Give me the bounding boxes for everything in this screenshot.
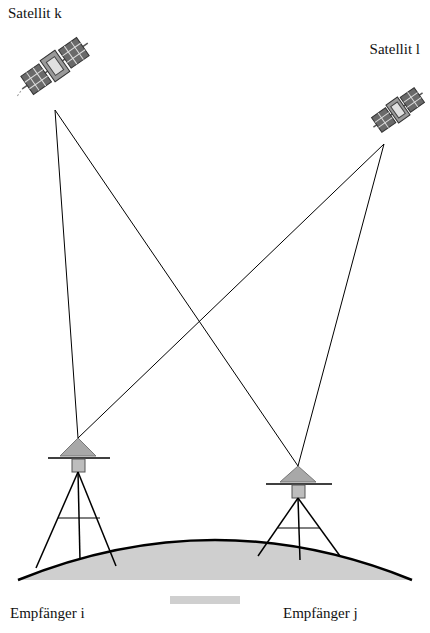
satellite-k-icon [8,32,95,104]
receiver-j-icon [258,466,340,560]
receiver-node: Empfänger i [48,438,108,578]
receiver-i-icon [36,438,116,568]
ground-mark [170,596,240,604]
ground-edge [18,540,412,580]
node-label: Satellit k [8,4,62,22]
ground [18,540,412,580]
signal-line [55,110,78,438]
satellite-node: Satellit l [354,80,414,144]
node-label: Empfänger j [283,604,358,622]
signal-line [55,110,298,466]
node-label: Empfänger i [10,604,85,622]
node-label: Satellit l [370,40,420,58]
receiver-node: Empfänger j [266,466,330,576]
satellite-l-icon [367,84,429,136]
signal-line [298,144,384,466]
signal-line [78,144,384,438]
satellite-node: Satellit k [22,30,88,110]
